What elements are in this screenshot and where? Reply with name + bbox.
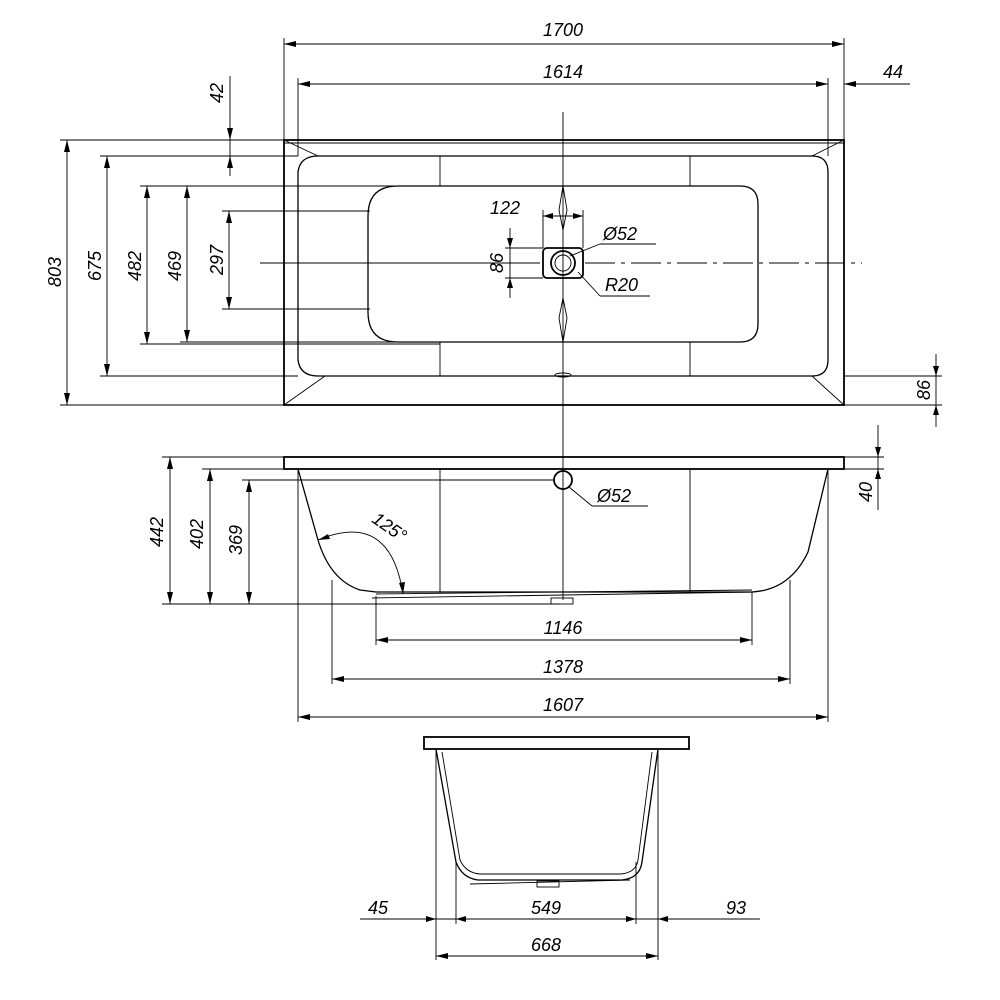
- dim-r20: R20: [605, 275, 638, 295]
- dim-diameter-52-side: Ø52: [596, 486, 631, 506]
- end-floor: [469, 879, 631, 885]
- top-bevel-bl: [283, 375, 326, 406]
- dim-93: 93: [726, 898, 746, 918]
- drain-square: [542, 247, 584, 279]
- end-body-inner: [441, 751, 653, 875]
- dim-1700: 1700: [543, 20, 583, 40]
- angle-arc: [317, 531, 404, 595]
- drain-circle-outer: [550, 250, 576, 276]
- diameter-symbol-top: Ø: [602, 224, 618, 244]
- dim-1146: 1146: [544, 618, 584, 638]
- dim-diameter-52-top: Ø52: [602, 224, 637, 244]
- dim-angle-125: 125°: [368, 508, 410, 546]
- side-body-outline: [297, 468, 829, 593]
- dim-402: 402: [187, 519, 207, 549]
- top-overflow-mark: [554, 372, 572, 378]
- drain-circle-inner: [554, 254, 572, 272]
- dim-86-drain: 86: [487, 252, 507, 273]
- top-view: 1700 1614 44 42 803 675 482: [45, 20, 942, 600]
- top-bevel-br: [811, 375, 845, 406]
- dim-122: 122: [490, 198, 520, 218]
- dim-44: 44: [883, 62, 903, 82]
- dim-469: 469: [165, 251, 185, 281]
- dim-86-rim: 86: [914, 379, 934, 400]
- dim-668: 668: [531, 935, 561, 955]
- dim-482: 482: [125, 251, 145, 281]
- end-drain-foot: [536, 880, 560, 888]
- dim-369: 369: [226, 525, 246, 555]
- side-rim: [283, 456, 845, 470]
- dim-1607: 1607: [543, 695, 584, 715]
- dim-40: 40: [856, 482, 876, 502]
- side-floor-line-2: [375, 589, 753, 595]
- dim-42: 42: [207, 83, 227, 103]
- diameter-value-side: 52: [611, 486, 631, 506]
- top-outer-rim: [283, 139, 845, 406]
- dim-45: 45: [368, 898, 389, 918]
- dim-803: 803: [45, 257, 65, 287]
- top-bevel-tl: [283, 139, 319, 157]
- dim-1614: 1614: [543, 62, 583, 82]
- dim-442: 442: [147, 517, 167, 547]
- dim-675: 675: [85, 250, 105, 281]
- end-rim: [423, 736, 690, 750]
- side-drain-foot: [550, 597, 574, 605]
- dim-549: 549: [531, 898, 561, 918]
- dim-297: 297: [207, 244, 227, 276]
- side-view: 442 402 369 40 Ø52 125° 1146: [147, 425, 884, 722]
- end-body-outer: [435, 748, 659, 881]
- diameter-value-top: 52: [617, 224, 637, 244]
- diameter-symbol-side: Ø: [596, 486, 612, 506]
- side-floor-line: [371, 591, 756, 599]
- top-basin-floor: [367, 185, 759, 343]
- end-view: 45 549 93 668: [360, 736, 760, 960]
- dim-1378: 1378: [543, 657, 583, 677]
